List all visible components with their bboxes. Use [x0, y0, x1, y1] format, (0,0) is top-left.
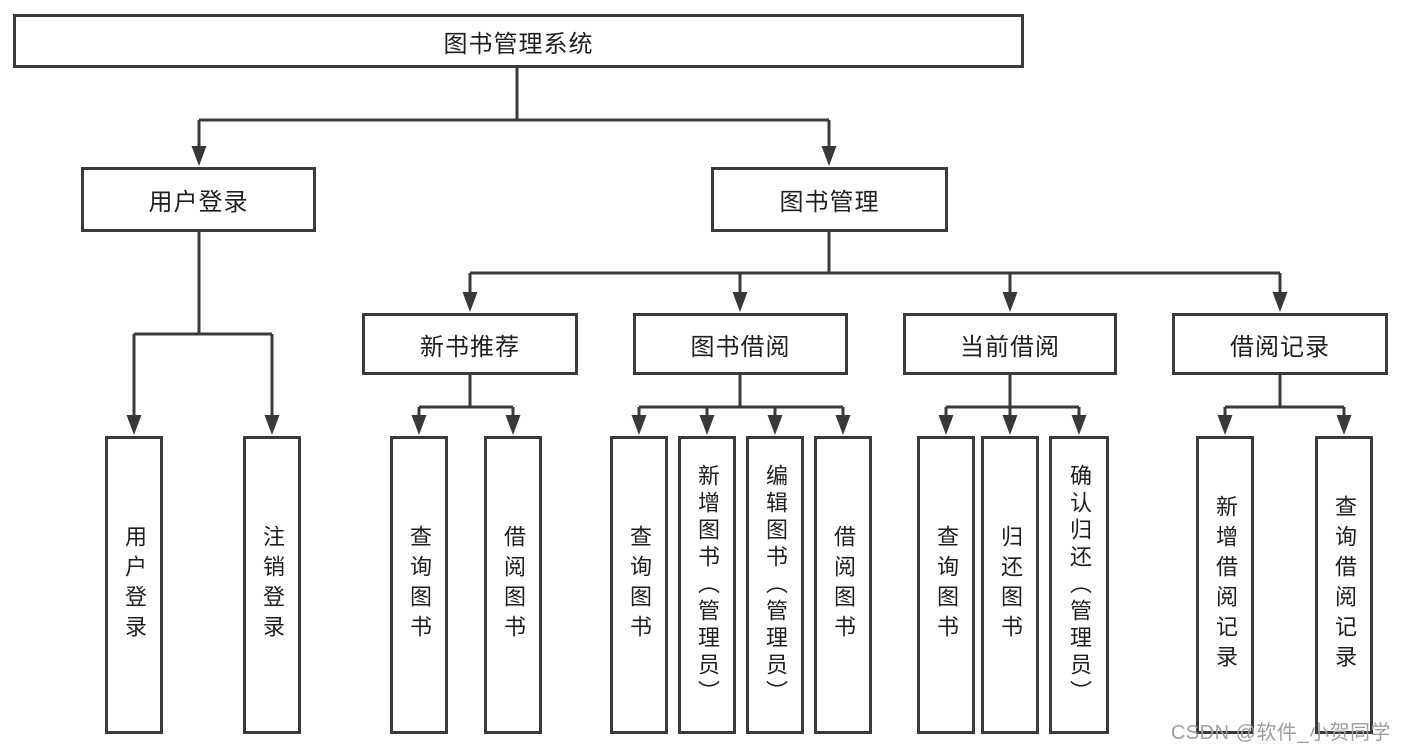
node-new-book-recommend: 新书推荐	[362, 313, 578, 375]
leaf-return-book-label: 归还图书	[998, 525, 1023, 645]
leaf-add-borrow-record-label: 新增借阅记录	[1213, 495, 1238, 675]
leaf-add-book-admin-label: 新增图书（管理员）	[695, 463, 720, 707]
node-root-system: 图书管理系统	[13, 14, 1024, 68]
leaf-newbook-borrow-book: 借阅图书	[484, 436, 542, 734]
leaf-current-query-book-label: 查询图书	[934, 525, 959, 645]
node-book-borrow: 图书借阅	[633, 313, 848, 375]
node-root-system-label: 图书管理系统	[443, 30, 594, 58]
leaf-current-query-book: 查询图书	[917, 436, 975, 734]
leaf-logout: 注销登录	[243, 436, 301, 734]
node-new-book-recommend-label: 新书推荐	[420, 333, 520, 361]
leaf-logout-label: 注销登录	[260, 525, 285, 645]
node-user-login: 用户登录	[81, 167, 316, 232]
leaf-borrow-book: 借阅图书	[814, 436, 872, 734]
leaf-newbook-borrow-book-label: 借阅图书	[501, 525, 526, 645]
node-book-management-label: 图书管理	[779, 189, 880, 216]
leaf-borrow-book-label: 借阅图书	[831, 525, 856, 645]
node-book-borrow-label: 图书借阅	[690, 333, 791, 361]
leaf-newbook-query-book: 查询图书	[390, 436, 448, 734]
leaf-return-book: 归还图书	[981, 436, 1039, 734]
node-user-login-label: 用户登录	[148, 189, 249, 216]
leaf-add-book-admin: 新增图书（管理员）	[678, 436, 736, 734]
leaf-confirm-return-admin-label: 确认归还（管理员）	[1067, 463, 1092, 707]
leaf-edit-book-admin-label: 编辑图书（管理员）	[763, 463, 788, 707]
leaf-edit-book-admin: 编辑图书（管理员）	[746, 436, 804, 734]
leaf-borrow-query-book-label: 查询图书	[627, 525, 652, 645]
leaf-query-borrow-record-label: 查询借阅记录	[1332, 495, 1357, 675]
node-book-management: 图书管理	[711, 167, 948, 232]
leaf-borrow-query-book: 查询图书	[610, 436, 668, 734]
node-borrow-record: 借阅记录	[1172, 313, 1388, 375]
node-current-borrow-label: 当前借阅	[960, 333, 1060, 361]
leaf-query-borrow-record: 查询借阅记录	[1315, 436, 1373, 734]
leaf-newbook-query-book-label: 查询图书	[407, 525, 432, 645]
node-current-borrow: 当前借阅	[903, 313, 1117, 375]
leaf-confirm-return-admin: 确认归还（管理员）	[1049, 436, 1109, 734]
node-borrow-record-label: 借阅记录	[1230, 333, 1330, 361]
watermark: CSDN @软件_小贺同学	[1170, 722, 1391, 744]
leaf-user-login-label: 用户登录	[122, 525, 147, 645]
leaf-add-borrow-record: 新增借阅记录	[1196, 436, 1254, 734]
leaf-user-login: 用户登录	[105, 436, 163, 734]
